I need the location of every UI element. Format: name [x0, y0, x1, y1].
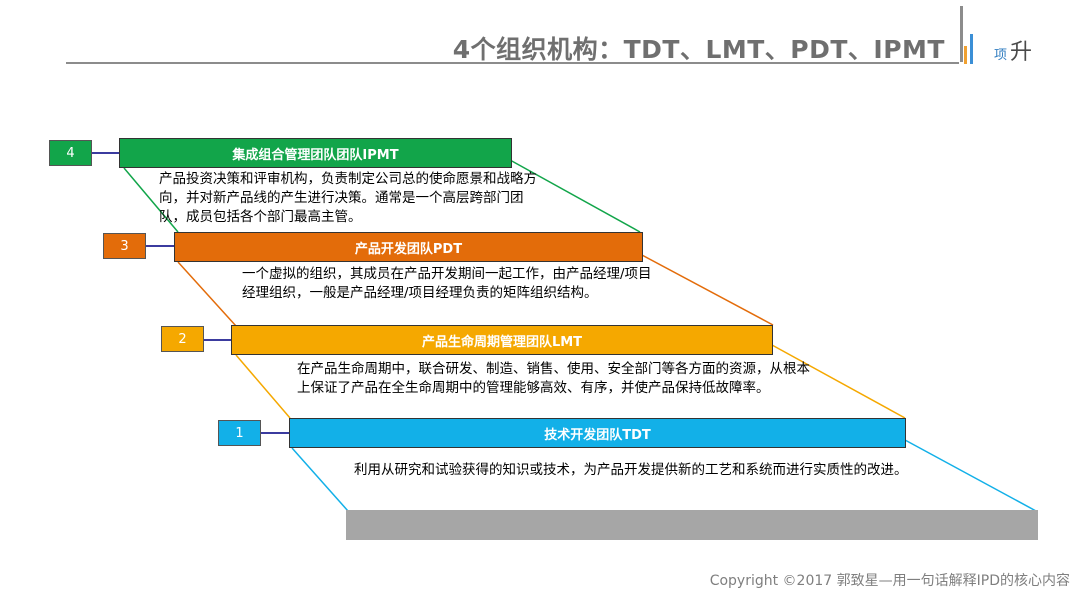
edge-4-left [123, 167, 179, 233]
edge-3-right [639, 253, 774, 326]
level-4-bar: 集成组合管理团队团队IPMT [119, 138, 512, 168]
logo-text-small: 项 [994, 48, 1008, 63]
level-2-bar: 产品生命周期管理团队LMT [231, 325, 773, 355]
edge-4-right [509, 159, 641, 233]
level-4-number: 4 [49, 140, 92, 166]
edge-2-right [771, 344, 906, 419]
edge-2-left [235, 354, 291, 419]
title-divider [66, 62, 959, 64]
brand-logo: 项升 [960, 6, 1050, 66]
logo-text: 升 [1010, 40, 1033, 65]
level-4-description: 产品投资决策和评审机构，负责制定公司总的使命愿景和战略方向，并对新产品线的产生进… [159, 171, 537, 225]
level-1-number: 1 [218, 420, 261, 446]
level-2-description: 在产品生命周期中，联合研发、制造、销售、使用、安全部门等各方面的资源，从根本上保… [297, 361, 810, 396]
foundation-base [346, 510, 1038, 540]
logo-mark: 项升 [994, 34, 1032, 66]
level-3-bar: 产品开发团队PDT [174, 232, 643, 262]
logo-bar-blue [970, 34, 973, 64]
logo-bar-gray [960, 6, 963, 62]
copyright-footer: Copyright ©2017 郭致星—用一句话解释IPD的核心内容 [709, 573, 1070, 589]
level-3-number: 3 [103, 233, 146, 259]
edge-1-right [904, 439, 1037, 512]
edge-1-left [291, 447, 349, 512]
level-3-description: 一个虚拟的组织，其成员在产品开发期间一起工作，由产品经理/项目经理组织，一般是产… [242, 266, 652, 301]
level-1-bar: 技术开发团队TDT [289, 418, 906, 448]
level-2-number: 2 [161, 326, 204, 352]
logo-bar-orange [964, 46, 967, 64]
edge-3-left [177, 261, 237, 327]
page-title: 4个组织机构：TDT、LMT、PDT、IPMT [452, 35, 945, 64]
level-1-description: 利用从研究和试验获得的知识或技术，为产品开发提供新的工艺和系统而进行实质性的改进… [354, 462, 908, 478]
